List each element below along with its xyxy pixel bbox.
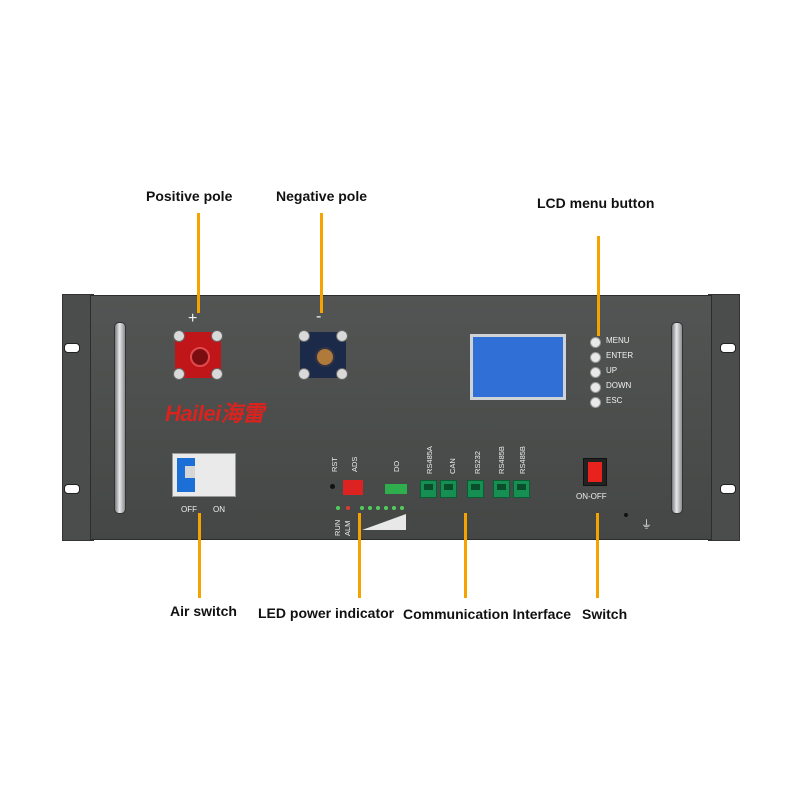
address-dip-switch[interactable]	[343, 480, 363, 495]
communication-leader	[464, 513, 467, 598]
led-indicator-leader	[358, 513, 361, 598]
rst-label: RST	[330, 457, 339, 472]
soc-led	[392, 506, 396, 510]
rs485b-port-2[interactable]	[513, 480, 530, 498]
alm-label: ALM	[343, 520, 352, 536]
soc-led	[384, 506, 388, 510]
negative-terminal[interactable]	[298, 330, 348, 380]
button-dot-icon	[590, 337, 601, 348]
onoff-label: ON-OFF	[576, 492, 607, 501]
mount-hole	[720, 484, 736, 494]
port-label-rs485a: RS485A	[425, 446, 434, 474]
switch-leader	[596, 513, 599, 598]
communication-interface-label: Communication Interface	[403, 606, 572, 622]
rs232-port[interactable]	[467, 480, 484, 498]
mount-hole	[64, 484, 80, 494]
port-label-rs232: RS232	[473, 451, 482, 474]
minus-sign: -	[316, 308, 322, 325]
do-label: DO	[392, 460, 401, 472]
screw-hole	[624, 513, 628, 517]
button-dot-icon	[590, 367, 601, 378]
positive-pole-label: Positive pole	[146, 188, 233, 204]
run-led	[336, 506, 340, 510]
led-power-indicator-label: LED power indicator	[258, 605, 395, 621]
dry-contact-terminal[interactable]	[385, 484, 407, 494]
negative-pole-label: Negative pole	[276, 188, 368, 204]
plus-sign: +	[188, 310, 198, 327]
port-label-rs485b: RS485B	[497, 446, 506, 474]
ads-label: ADS	[350, 456, 359, 472]
can-port[interactable]	[440, 480, 457, 498]
soc-led	[360, 506, 364, 510]
brand-logo: Hailei海雷	[165, 401, 264, 426]
left-rack-ear	[62, 294, 94, 541]
right-rack-ear	[708, 294, 740, 541]
power-rocker-switch[interactable]	[583, 458, 607, 486]
negative-pole-leader	[320, 213, 323, 313]
positive-pole-leader	[197, 213, 200, 313]
air-switch-leader	[198, 513, 201, 598]
left-handle[interactable]	[114, 322, 126, 514]
port-label-rs485b-2: RS485B	[518, 446, 527, 474]
mount-hole	[64, 343, 80, 353]
alarm-led	[346, 506, 350, 510]
air-switch-breaker[interactable]	[172, 453, 236, 497]
breaker-off-label: OFF	[181, 505, 197, 514]
lcd-menu-button-label: LCD menu button	[537, 195, 655, 211]
ground-icon: ⏚	[641, 519, 652, 531]
rs485b-port[interactable]	[493, 480, 510, 498]
lcd-screen	[470, 334, 566, 400]
port-label-can: CAN	[448, 458, 457, 474]
soc-gauge-icon	[362, 514, 406, 530]
button-dot-icon	[590, 382, 601, 393]
rs485a-port[interactable]	[420, 480, 437, 498]
right-handle[interactable]	[671, 322, 683, 514]
switch-label: Switch	[582, 606, 628, 622]
mount-hole	[720, 343, 736, 353]
positive-terminal[interactable]	[173, 330, 223, 380]
soc-led	[400, 506, 404, 510]
reset-button[interactable]	[330, 484, 335, 489]
button-dot-icon	[590, 352, 601, 363]
run-label: RUN	[333, 519, 342, 536]
soc-led	[376, 506, 380, 510]
air-switch-label: Air switch	[170, 603, 237, 619]
soc-led	[368, 506, 372, 510]
lcd-menu-leader	[597, 236, 600, 336]
breaker-on-label: ON	[213, 505, 225, 514]
button-dot-icon	[590, 397, 601, 408]
